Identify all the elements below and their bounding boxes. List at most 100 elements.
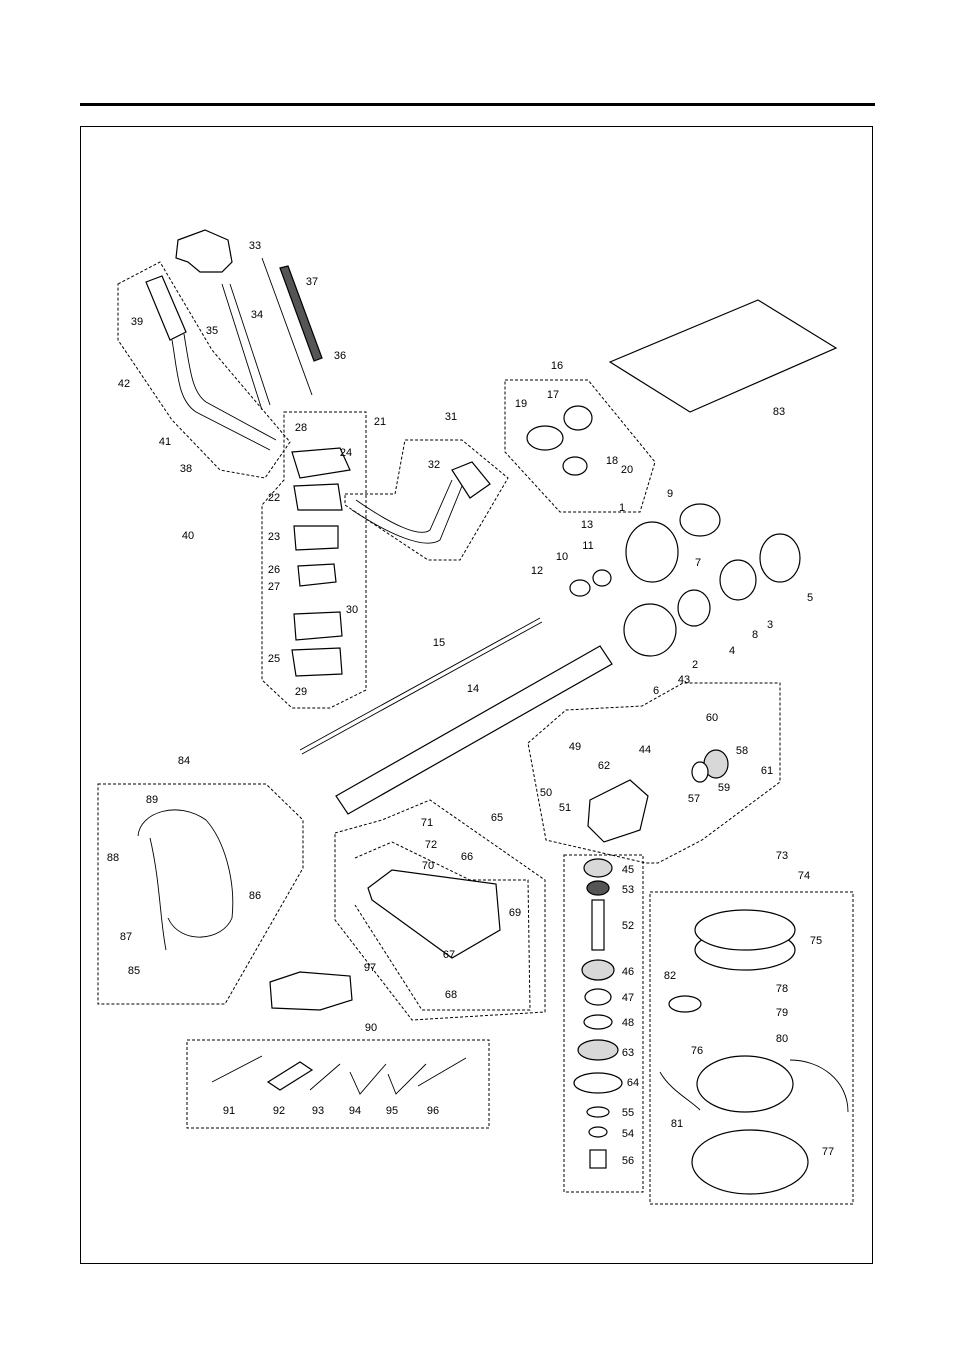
head-base-drawing xyxy=(691,1129,809,1195)
gear-shaft-drawing xyxy=(591,899,605,951)
bearing-drawing xyxy=(691,761,709,783)
part-number-label-20: 20 xyxy=(621,464,633,476)
group-outline-harness xyxy=(97,783,304,1005)
part-number-label-45: 45 xyxy=(622,864,634,876)
head-cover-top-drawing xyxy=(694,909,796,951)
part-number-label-49: 49 xyxy=(569,741,581,753)
clamp-block-drawing xyxy=(291,447,351,479)
part-number-label-37: 37 xyxy=(306,276,318,288)
part-number-label-8: 8 xyxy=(752,629,758,641)
part-number-label-27: 27 xyxy=(268,581,280,593)
part-number-label-48: 48 xyxy=(622,1017,634,1029)
part-number-label-94: 94 xyxy=(349,1105,361,1117)
part-number-label-75: 75 xyxy=(810,935,822,947)
plug-wrench-drawing xyxy=(266,1061,314,1091)
part-number-label-76: 76 xyxy=(691,1045,703,1057)
part-number-label-61: 61 xyxy=(761,765,773,777)
group-outline-blade-guard xyxy=(334,799,546,1021)
part-number-label-6: 6 xyxy=(653,685,659,697)
part-number-label-15: 15 xyxy=(433,637,445,649)
group-outline-gear-case xyxy=(527,682,781,864)
throttle-lever-drawing xyxy=(175,229,233,273)
shaft-gear-drawing xyxy=(586,880,610,896)
part-number-label-63: 63 xyxy=(622,1047,634,1059)
part-number-label-53: 53 xyxy=(622,884,634,896)
part-number-label-68: 68 xyxy=(445,989,457,1001)
bolt-drawing xyxy=(589,1149,607,1169)
part-number-label-19: 19 xyxy=(515,398,527,410)
part-number-label-71: 71 xyxy=(421,817,433,829)
harness-drawing xyxy=(137,809,234,951)
part-number-label-43: 43 xyxy=(678,674,690,686)
bar-handle-drawing xyxy=(351,479,463,544)
part-number-label-52: 52 xyxy=(622,920,634,932)
trimmer-line-drawing xyxy=(659,1059,849,1113)
group-outline-bar-handle xyxy=(344,439,509,561)
part-number-label-50: 50 xyxy=(540,787,552,799)
bearing-drawing xyxy=(569,579,591,597)
gear-case-drawing xyxy=(587,779,649,843)
part-number-label-34: 34 xyxy=(251,309,263,321)
outer-pipe-drawing xyxy=(335,645,613,815)
part-number-label-80: 80 xyxy=(776,1033,788,1045)
part-number-label-29: 29 xyxy=(295,686,307,698)
part-number-label-12: 12 xyxy=(531,565,543,577)
part-number-label-93: 93 xyxy=(312,1105,324,1117)
part-number-label-72: 72 xyxy=(425,839,437,851)
part-number-label-2: 2 xyxy=(692,659,698,671)
part-number-label-59: 59 xyxy=(718,782,730,794)
part-number-label-40: 40 xyxy=(182,530,194,542)
clamp-block-drawing xyxy=(293,483,343,511)
group-outline-guard-inner xyxy=(354,841,531,1011)
header-rule xyxy=(80,103,875,106)
part-number-label-7: 7 xyxy=(695,557,701,569)
part-number-label-67: 67 xyxy=(443,949,455,961)
clutch-housing-drawing xyxy=(625,521,679,583)
part-number-label-62: 62 xyxy=(598,760,610,772)
part-number-label-64: 64 xyxy=(627,1077,639,1089)
part-number-label-14: 14 xyxy=(467,683,479,695)
group-outlines xyxy=(97,261,854,1205)
group-outline-tool-kit xyxy=(186,1039,490,1129)
drive-shaft-drawing xyxy=(301,621,543,755)
part-number-label-26: 26 xyxy=(268,564,280,576)
part-drawings xyxy=(137,229,849,1195)
part-number-label-55: 55 xyxy=(622,1107,634,1119)
group-outline-clamp xyxy=(261,411,367,709)
part-number-label-25: 25 xyxy=(268,653,280,665)
spring-drawing xyxy=(279,265,323,362)
part-number-label-82: 82 xyxy=(664,970,676,982)
part-number-label-30: 30 xyxy=(346,604,358,616)
drive-shaft-drawing xyxy=(299,617,541,751)
group-outline-trimmer-head xyxy=(649,891,854,1205)
part-number-label-22: 22 xyxy=(268,492,280,504)
fan-cover-drawing xyxy=(623,603,677,657)
part-number-label-1: 1 xyxy=(619,502,625,514)
spool-drawing xyxy=(696,1055,794,1113)
part-number-label-35: 35 xyxy=(206,325,218,337)
part-number-label-36: 36 xyxy=(334,350,346,362)
clutch-cover-drawing xyxy=(759,533,801,583)
clutch-shoe-drawing xyxy=(719,559,757,601)
part-number-label-16: 16 xyxy=(551,360,563,372)
throttle-cable-drawing xyxy=(229,283,271,406)
part-number-label-23: 23 xyxy=(268,531,280,543)
part-number-label-54: 54 xyxy=(622,1128,634,1140)
part-number-label-13: 13 xyxy=(581,519,593,531)
clutch-drum-drawing xyxy=(679,503,721,537)
part-number-label-66: 66 xyxy=(461,851,473,863)
ring-drawing xyxy=(677,589,711,627)
part-number-label-60: 60 xyxy=(706,712,718,724)
part-number-label-79: 79 xyxy=(776,1007,788,1019)
part-number-label-88: 88 xyxy=(107,852,119,864)
part-number-label-69: 69 xyxy=(509,907,521,919)
part-number-label-18: 18 xyxy=(606,455,618,467)
clamp-block-drawing xyxy=(293,525,339,551)
blade-guard-drawing xyxy=(367,869,501,959)
blade-washer-drawing xyxy=(573,1072,623,1094)
shaft-washer-drawing xyxy=(584,988,612,1006)
goggles-drawing xyxy=(269,971,353,1011)
bearing-drawing xyxy=(592,569,612,587)
clamp-ring-drawing xyxy=(562,456,588,476)
